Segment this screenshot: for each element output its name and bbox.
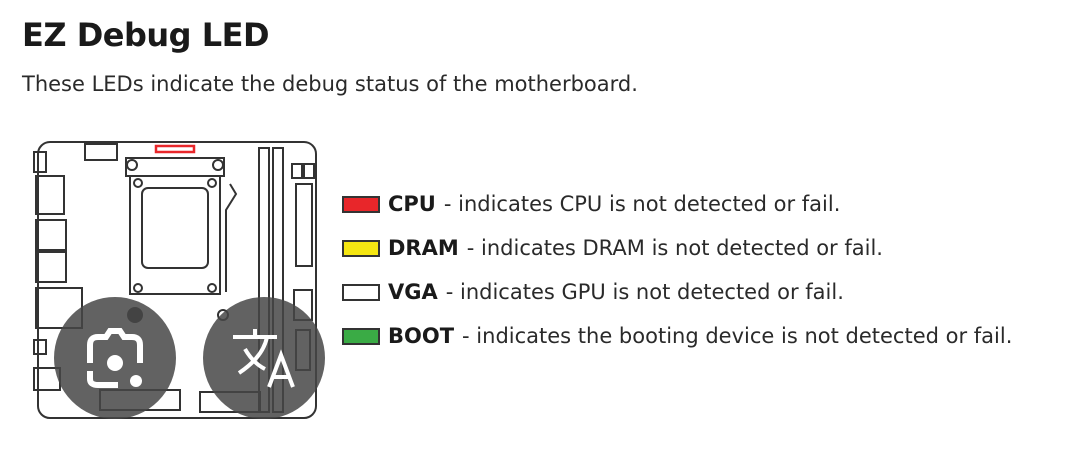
legend-label: VGA	[388, 280, 438, 304]
legend-item-dram: DRAM - indicates DRAM is not detected or…	[342, 226, 1012, 270]
legend-item-boot: BOOT - indicates the booting device is n…	[342, 314, 1012, 358]
legend-text: - indicates DRAM is not detected or fail…	[466, 236, 883, 260]
vga-led-swatch	[342, 283, 380, 301]
legend-label: DRAM	[388, 236, 459, 260]
legend-text: - indicates GPU is not detected or fail.	[445, 280, 844, 304]
page-subtitle: These LEDs indicate the debug status of …	[22, 72, 638, 96]
legend-item-cpu: CPU - indicates CPU is not detected or f…	[342, 182, 1012, 226]
camera-lens-icon	[87, 328, 143, 388]
legend-item-vga: VGA - indicates GPU is not detected or f…	[342, 270, 1012, 314]
legend-text: - indicates CPU is not detected or fail.	[443, 192, 841, 216]
translate-icon	[233, 329, 295, 388]
boot-led-swatch	[342, 327, 380, 345]
dram-led-swatch	[342, 239, 380, 257]
page-title: EZ Debug LED	[22, 16, 270, 54]
legend-label: CPU	[388, 192, 436, 216]
led-legend: CPU - indicates CPU is not detected or f…	[342, 182, 1012, 358]
translate-button[interactable]	[203, 297, 325, 419]
lens-button[interactable]	[54, 297, 176, 419]
cpu-led-swatch	[342, 195, 380, 213]
legend-text: - indicates the booting device is not de…	[462, 324, 1013, 348]
legend-label: BOOT	[388, 324, 455, 348]
